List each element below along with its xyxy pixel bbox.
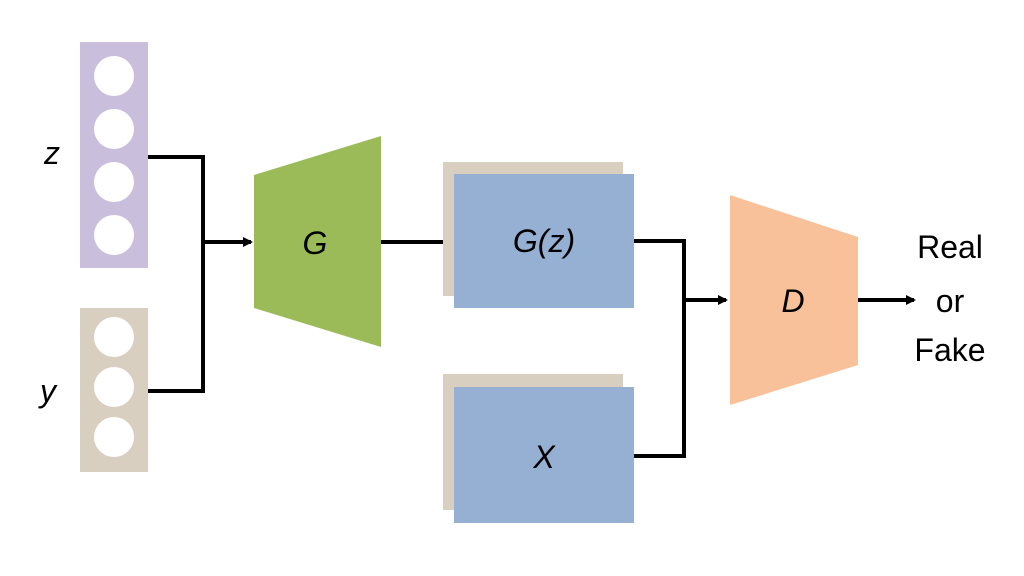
generated-sample-box [454, 174, 634, 308]
discriminator-block [730, 195, 858, 405]
z-neuron [94, 109, 134, 149]
z-input-vector [80, 42, 148, 268]
generator-block [254, 136, 381, 347]
output-label-fake: Fake [914, 332, 985, 368]
output-label-or: or [936, 283, 965, 319]
output-label-real: Real [917, 229, 983, 265]
discriminator-label: D [781, 283, 804, 319]
y-label: y [38, 373, 58, 409]
z-label: z [43, 135, 60, 171]
real-sample-box [454, 387, 634, 523]
samples-connector-line [634, 239, 686, 458]
generator-label: G [303, 225, 328, 261]
z-neuron [94, 56, 134, 96]
z-neuron [94, 162, 134, 202]
generated-sample-label: G(z) [513, 223, 575, 259]
y-neuron [94, 367, 134, 407]
y-neuron [94, 317, 134, 357]
y-neuron [94, 417, 134, 457]
z-neuron [94, 215, 134, 255]
real-sample-label: X [532, 439, 556, 475]
z-connector-line [148, 155, 205, 393]
y-input-vector [80, 308, 148, 472]
